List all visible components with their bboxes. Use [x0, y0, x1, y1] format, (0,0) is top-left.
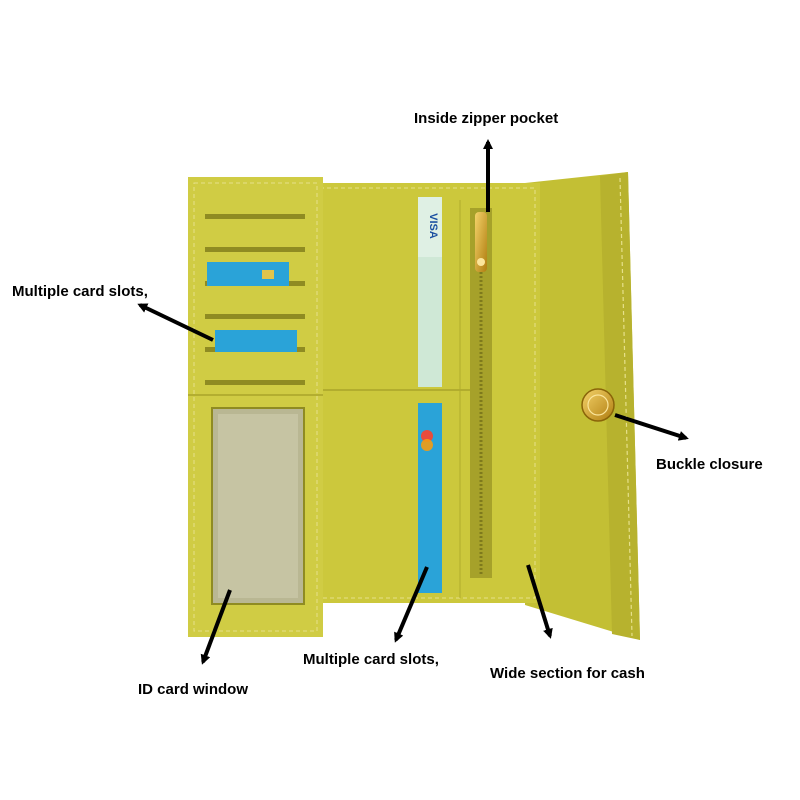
visa-card: VISA [418, 197, 442, 387]
arrow-card-slots-center [394, 566, 429, 643]
zipper [470, 208, 492, 578]
id-window [211, 407, 305, 605]
label-buckle-closure: Buckle closure [656, 456, 763, 473]
callout-arrows [137, 139, 689, 665]
label-card-slots-center: Multiple card slots, [303, 651, 439, 668]
buckle [581, 388, 615, 422]
card-slots-left [205, 214, 305, 385]
arrow-id-window [200, 589, 232, 665]
blue-card [418, 403, 442, 593]
label-card-slots-left: Multiple card slots, [12, 283, 148, 300]
arrow-buckle [614, 413, 689, 441]
label-id-window: ID card window [138, 681, 249, 698]
visa-text: VISA [427, 213, 439, 239]
label-zipper-pocket: Inside zipper pocket [414, 110, 559, 127]
arrow-card-slots-left [137, 303, 214, 342]
label-cash-section: Wide section for cash [490, 665, 645, 682]
arrow-cash [526, 564, 553, 639]
